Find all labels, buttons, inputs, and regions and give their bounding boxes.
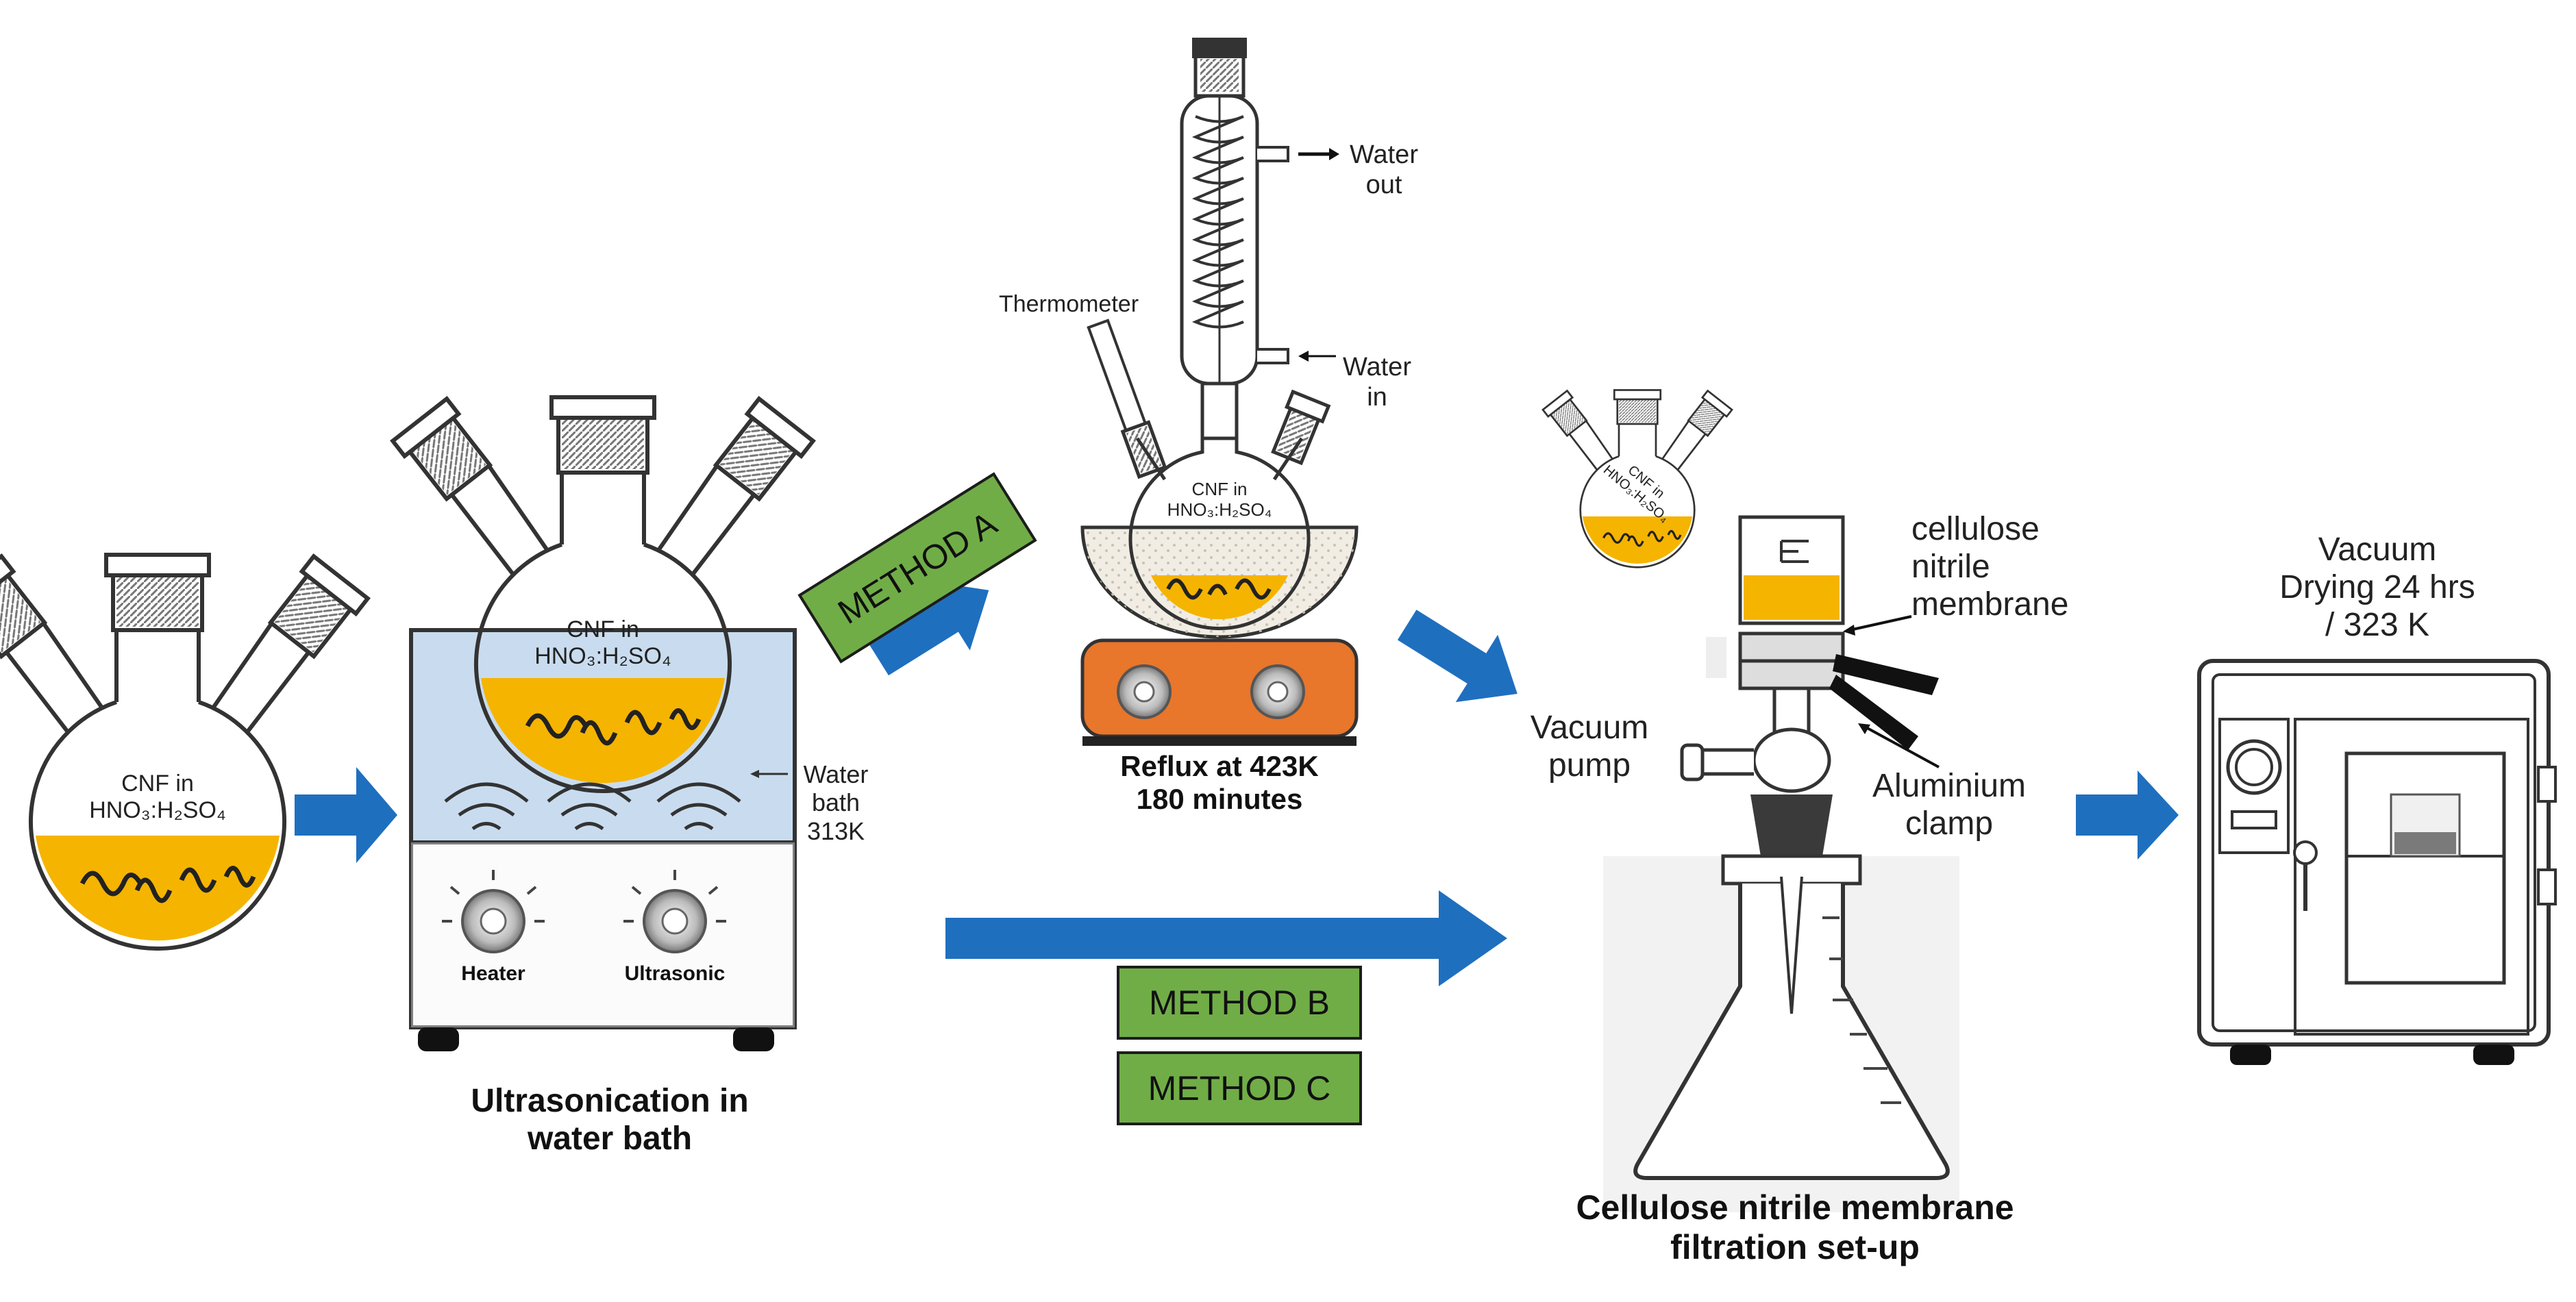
heater-label: Heater: [461, 962, 525, 985]
flask-label-line1: CNF in: [567, 616, 639, 642]
aluminium-line2: clamp: [1905, 805, 1994, 842]
flask-label-line1: CNF in: [121, 771, 194, 797]
hotplate-knob-left-icon: [1117, 664, 1172, 719]
reflux-line2: 180 minutes: [1136, 783, 1303, 816]
water-bath-line1: Water: [803, 760, 869, 788]
reflux-setup: [1080, 38, 1359, 746]
flask-label-line2: HNO₃:H₂SO₄: [534, 643, 671, 670]
water-out-line1: Water: [1350, 140, 1418, 169]
ultrasonication-line2: water bath: [527, 1121, 693, 1157]
arrow-method-a: [868, 580, 989, 676]
water-out-label: Water out: [1343, 140, 1425, 200]
cellulose-line1: cellulose: [1911, 511, 2040, 547]
ultrasonication-caption: Ultrasonication in water bath: [404, 1082, 815, 1157]
initial-flask-label: CNF in HNO₃:H₂SO₄: [89, 771, 226, 824]
water-out-line2: out: [1365, 170, 1402, 199]
flask-label-line1: CNF in: [1191, 479, 1248, 499]
arrow-reflux-to-filtration: [1397, 610, 1518, 703]
reflux-flask-label: CNF in HNO₃:H₂SO₄: [1151, 479, 1288, 521]
vacuum-pump-label: Vacuum pump: [1511, 709, 1668, 784]
ultrasonic-label: Ultrasonic: [624, 962, 726, 985]
vacuum-oven: [2197, 659, 2557, 1065]
arrow-to-drying: [2076, 771, 2179, 860]
reflux-line1: Reflux at 423K: [1120, 750, 1319, 782]
vacuum-pump-line2: pump: [1548, 747, 1631, 784]
reflux-caption: Reflux at 423K 180 minutes: [1069, 750, 1370, 816]
initial-flask: [0, 555, 368, 949]
vacuum-drying-label: Vacuum Drying 24 hrs / 323 K: [2213, 531, 2542, 644]
method-c-box: METHOD C: [1117, 1051, 1362, 1125]
arrow-1: [295, 767, 397, 863]
water-in-label: Water in: [1336, 353, 1418, 412]
drying-line3: / 323 K: [2325, 607, 2430, 644]
filtration-setup: [1541, 388, 1959, 1212]
thermometer-label: Thermometer: [998, 291, 1139, 317]
cellulose-line3: membrane: [1911, 586, 2069, 623]
filtration-line1: Cellulose nitrile membrane: [1576, 1188, 2014, 1227]
water-in-line2: in: [1367, 382, 1387, 412]
aluminium-clamp-label: Aluminium clamp: [1850, 767, 2048, 842]
water-bath-line3: 313K: [806, 816, 865, 845]
hotplate-knob-right-icon: [1250, 664, 1305, 719]
drying-line2: Drying 24 hrs: [2279, 569, 2475, 606]
cellulose-line2: nitrile: [1911, 549, 1990, 586]
flask-label-line2: HNO₃:H₂SO₄: [1167, 499, 1272, 520]
arrow-method-b-c: [945, 890, 1507, 986]
flask-label-line2: HNO₃:H₂SO₄: [89, 797, 226, 824]
heater-knob-icon: [442, 870, 545, 953]
cellulose-membrane-label: cellulose nitrile membrane: [1911, 510, 2131, 624]
water-in-line1: Water: [1343, 353, 1411, 381]
water-bath-line2: bath: [811, 788, 860, 817]
ultrasound-waves-icon: [444, 782, 741, 831]
filtration-line2: filtration set-up: [1670, 1227, 1920, 1266]
water-bath-label: Water bath 313K: [795, 760, 877, 845]
vacuum-pump-line1: Vacuum: [1530, 710, 1649, 746]
method-b-box: METHOD B: [1117, 966, 1362, 1040]
aluminium-line1: Aluminium: [1872, 768, 2027, 804]
ultrasonication-line1: Ultrasonication in: [471, 1083, 749, 1119]
bath-flask-label: CNF in HNO₃:H₂SO₄: [534, 616, 671, 670]
ultrasonic-knob-icon: [623, 870, 726, 953]
filtration-caption: Cellulose nitrile membrane filtration se…: [1494, 1188, 2096, 1267]
drying-line1: Vacuum: [2318, 531, 2437, 568]
